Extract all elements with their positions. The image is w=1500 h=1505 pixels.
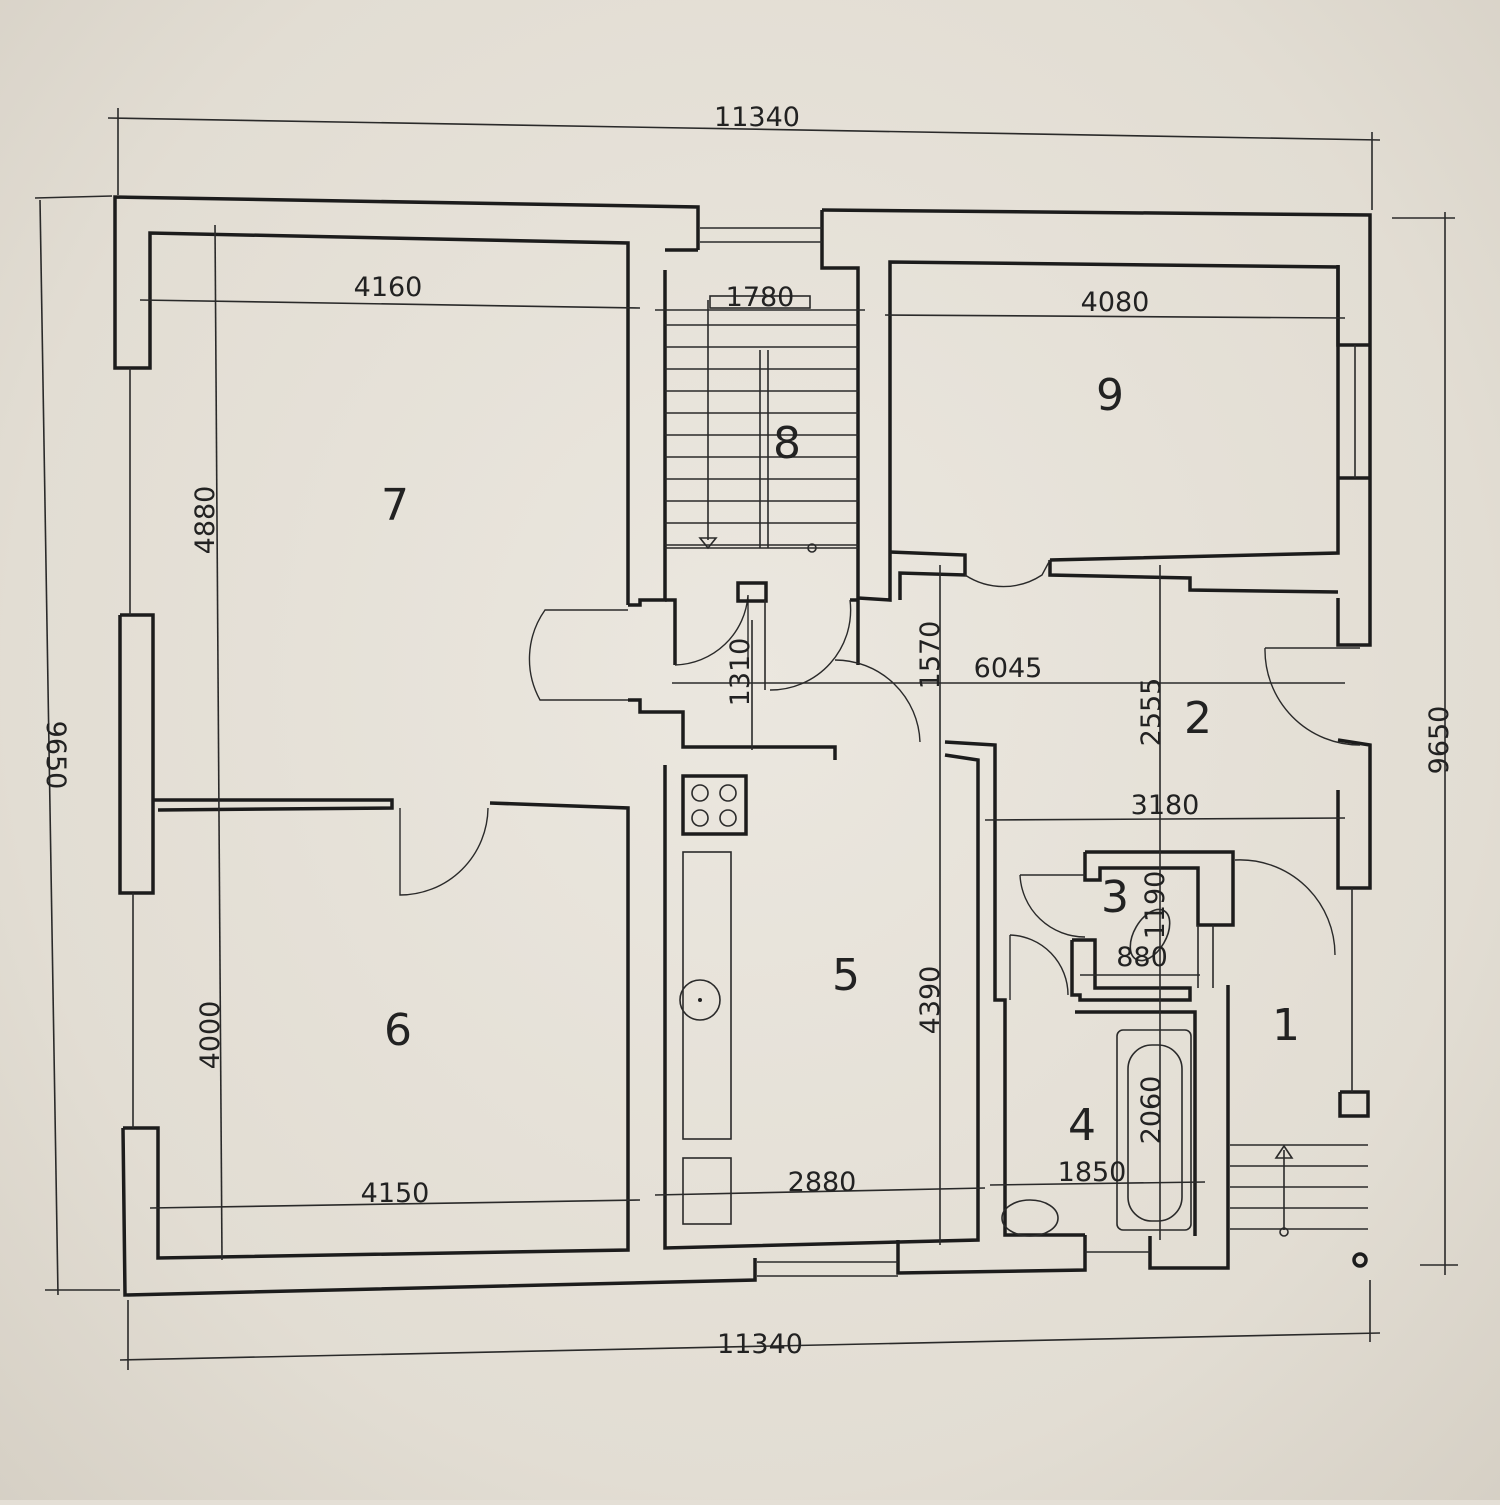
dimension-lines [34,108,1458,1370]
dim-room6-width: 4150 [361,1178,430,1209]
room-1-label[interactable]: 1 [1272,1000,1300,1051]
dim-room9-width: 4080 [1081,287,1150,318]
room-5-label[interactable]: 5 [832,950,860,1001]
dim-hall-depth: 1570 [915,621,946,690]
dim-room4-width: 1850 [1058,1157,1127,1188]
outer-walls [113,195,1372,1297]
dim-room5-depth: 4390 [915,966,946,1035]
dim-room2-depth: 2555 [1136,678,1167,747]
dim-hall-length: 6045 [974,653,1043,684]
interior-walls [153,265,1340,1250]
dim-room2-width: 3180 [1131,790,1200,821]
doors [399,559,1361,1000]
room-3-label[interactable]: 3 [1101,872,1129,923]
entrance-steps[interactable] [1230,1144,1368,1268]
dim-room5-width: 2880 [788,1167,857,1198]
dim-room6-depth: 4000 [195,1001,226,1070]
dim-stair-width: 1780 [726,282,795,313]
staircase[interactable] [665,295,858,690]
dim-overall-width-top: 11340 [714,102,800,133]
dim-room3-depth: 1190 [1140,871,1171,940]
dimension-labels: 11340 11340 9650 9650 4160 1780 4080 488… [40,102,1455,1360]
dim-room7-width: 4160 [354,272,423,303]
dim-room7-depth: 4880 [190,486,221,555]
room-4-label[interactable]: 4 [1068,1100,1096,1151]
dim-lobby-depth: 1310 [725,638,756,707]
dim-overall-depth-right: 9650 [1424,706,1455,775]
room-9-label[interactable]: 9 [1096,370,1124,421]
room-8-label[interactable]: 8 [773,418,801,469]
room-6-label[interactable]: 6 [384,1005,412,1056]
bathroom-fixtures [1001,908,1192,1237]
dim-overall-depth-left: 9650 [40,721,71,790]
dim-bath-length: 2060 [1136,1076,1167,1145]
room-7-label[interactable]: 7 [381,480,409,531]
room-labels: 1 2 3 4 5 6 7 8 9 [381,370,1300,1151]
kitchen-fixtures [679,774,748,1225]
room-2-label[interactable]: 2 [1184,693,1212,744]
dim-overall-width-bottom: 11340 [717,1329,803,1360]
dim-room3-width: 880 [1116,942,1168,973]
